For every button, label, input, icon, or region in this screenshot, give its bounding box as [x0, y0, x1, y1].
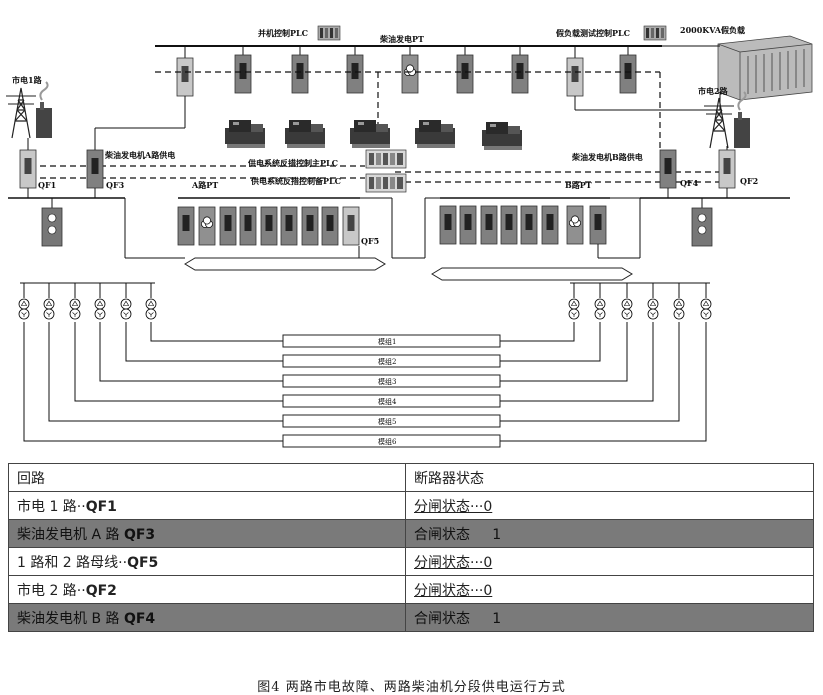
table-row: 市电 1 路··QF1 分闸状态···0 [8, 491, 814, 520]
a-side-pt-box [41, 207, 63, 247]
figure-caption: 图4 两路市电故障、两路柴油机分段供电运行方式 [257, 680, 566, 695]
load-test-plc-label: 假负载测试控制PLC [556, 28, 630, 38]
module-wiring [23, 322, 707, 442]
header-circuit: 回路 [8, 463, 406, 492]
circuit-cell: 柴油发电机 A 路 QF3 [8, 519, 406, 548]
breaker-id: QF2 [85, 582, 117, 599]
top-bus-cabinets [94, 46, 637, 150]
breaker-id: QF3 [123, 526, 156, 543]
b-section-cabinets [439, 205, 607, 245]
svg-text:模组1: 模组1 [378, 337, 396, 346]
b-side-pt-box [691, 207, 713, 247]
breaker-id: QF4 [123, 610, 156, 627]
qf1-cabinet [19, 149, 37, 189]
breaker-id: QF1 [85, 498, 117, 515]
svg-text:模组6: 模组6 [378, 437, 397, 446]
parallel-plc-label: 并机控制PLC [258, 28, 308, 38]
feedback-backup-plc-label: 供电系统反措控制备PLC [250, 176, 341, 186]
status-cell: 分闸状态···0 [405, 575, 814, 604]
diesel-b-supply-label: 柴油发电机B路供电 [571, 152, 643, 162]
diesel-a-supply-label: 柴油发电机A路供电 [104, 150, 175, 160]
qf4-cabinet [659, 149, 677, 189]
dummy-load-icon [717, 35, 813, 101]
svg-text:模组4: 模组4 [378, 397, 397, 406]
qf2-cabinet [718, 149, 736, 189]
grid1-tower-icon [5, 81, 53, 139]
a-pt-label: A路PT [191, 180, 218, 190]
status-cell: 合闸状态 1 [405, 603, 814, 632]
parallel-plc-icon [317, 25, 341, 41]
table-row: 1 路和 2 路母线··QF5 分闸状态···0 [8, 547, 814, 576]
circuit-cell: 柴油发电机 B 路 QF4 [8, 603, 406, 632]
table-header-row: 回路 断路器状态 [8, 463, 814, 492]
feedback-main-plc-label: 供电系统反措控制主PLC [247, 158, 338, 168]
load-test-plc-icon [643, 25, 667, 41]
grid1-label: 市电1路 [12, 75, 43, 85]
qf1-label: QF1 [38, 180, 56, 190]
circuit-cell: 1 路和 2 路母线··QF5 [8, 547, 406, 576]
module-3: 模组3 [282, 374, 501, 388]
status-cell: 分闸状态···0 [405, 491, 814, 520]
svg-text:模组3: 模组3 [378, 377, 396, 386]
right-transformers [568, 283, 712, 320]
grid2-label: 市电2路 [698, 86, 729, 96]
breaker-id: QF5 [127, 554, 159, 571]
circuit-cell: 市电 2 路··QF2 [8, 575, 406, 604]
left-transformers [18, 283, 157, 320]
module-6: 模组6 [282, 434, 501, 448]
a-section-cabinets [177, 206, 360, 246]
qf3-label: QF3 [106, 180, 125, 190]
qf3-cabinet [86, 149, 104, 189]
breaker-status-table: 回路 断路器状态 市电 1 路··QF1 分闸状态···0 柴油发电机 A 路 … [8, 463, 814, 632]
table-row: 柴油发电机 A 路 QF3 合闸状态 1 [8, 519, 814, 548]
status-cell: 合闸状态 1 [405, 519, 814, 548]
feedback-plc-units [365, 149, 407, 193]
circuit-cell: 市电 1 路··QF1 [8, 491, 406, 520]
diesel-generators [225, 120, 522, 150]
a-section-bus-duct [184, 257, 386, 271]
qf2-label: QF2 [740, 176, 758, 186]
b-pt-label: B路PT [565, 180, 592, 190]
table-row: 市电 2 路··QF2 分闸状态···0 [8, 575, 814, 604]
svg-text:模组5: 模组5 [378, 417, 396, 426]
module-5: 模组5 [282, 414, 501, 428]
qf5-label: QF5 [361, 236, 379, 246]
power-supply-diagram: 柴油发电PT 并机控制PLC 假负载测试控制PLC 2000KVA假负载 [5, 25, 813, 448]
grid2-tower-icon [703, 91, 751, 149]
diesel-pt-label: 柴油发电PT [379, 34, 424, 44]
module-2: 模组2 [282, 354, 501, 368]
table-row: 柴油发电机 B 路 QF4 合闸状态 1 [8, 603, 814, 632]
status-cell: 分闸状态···0 [405, 547, 814, 576]
module-4: 模组4 [282, 394, 501, 408]
svg-text:模组2: 模组2 [378, 357, 396, 366]
b-section-bus-duct [431, 267, 633, 281]
qf4-label: QF4 [680, 178, 699, 188]
module-1: 模组1 [282, 334, 501, 348]
header-breaker-status: 断路器状态 [405, 463, 814, 492]
dummy-load-label: 2000KVA假负载 [680, 25, 745, 35]
